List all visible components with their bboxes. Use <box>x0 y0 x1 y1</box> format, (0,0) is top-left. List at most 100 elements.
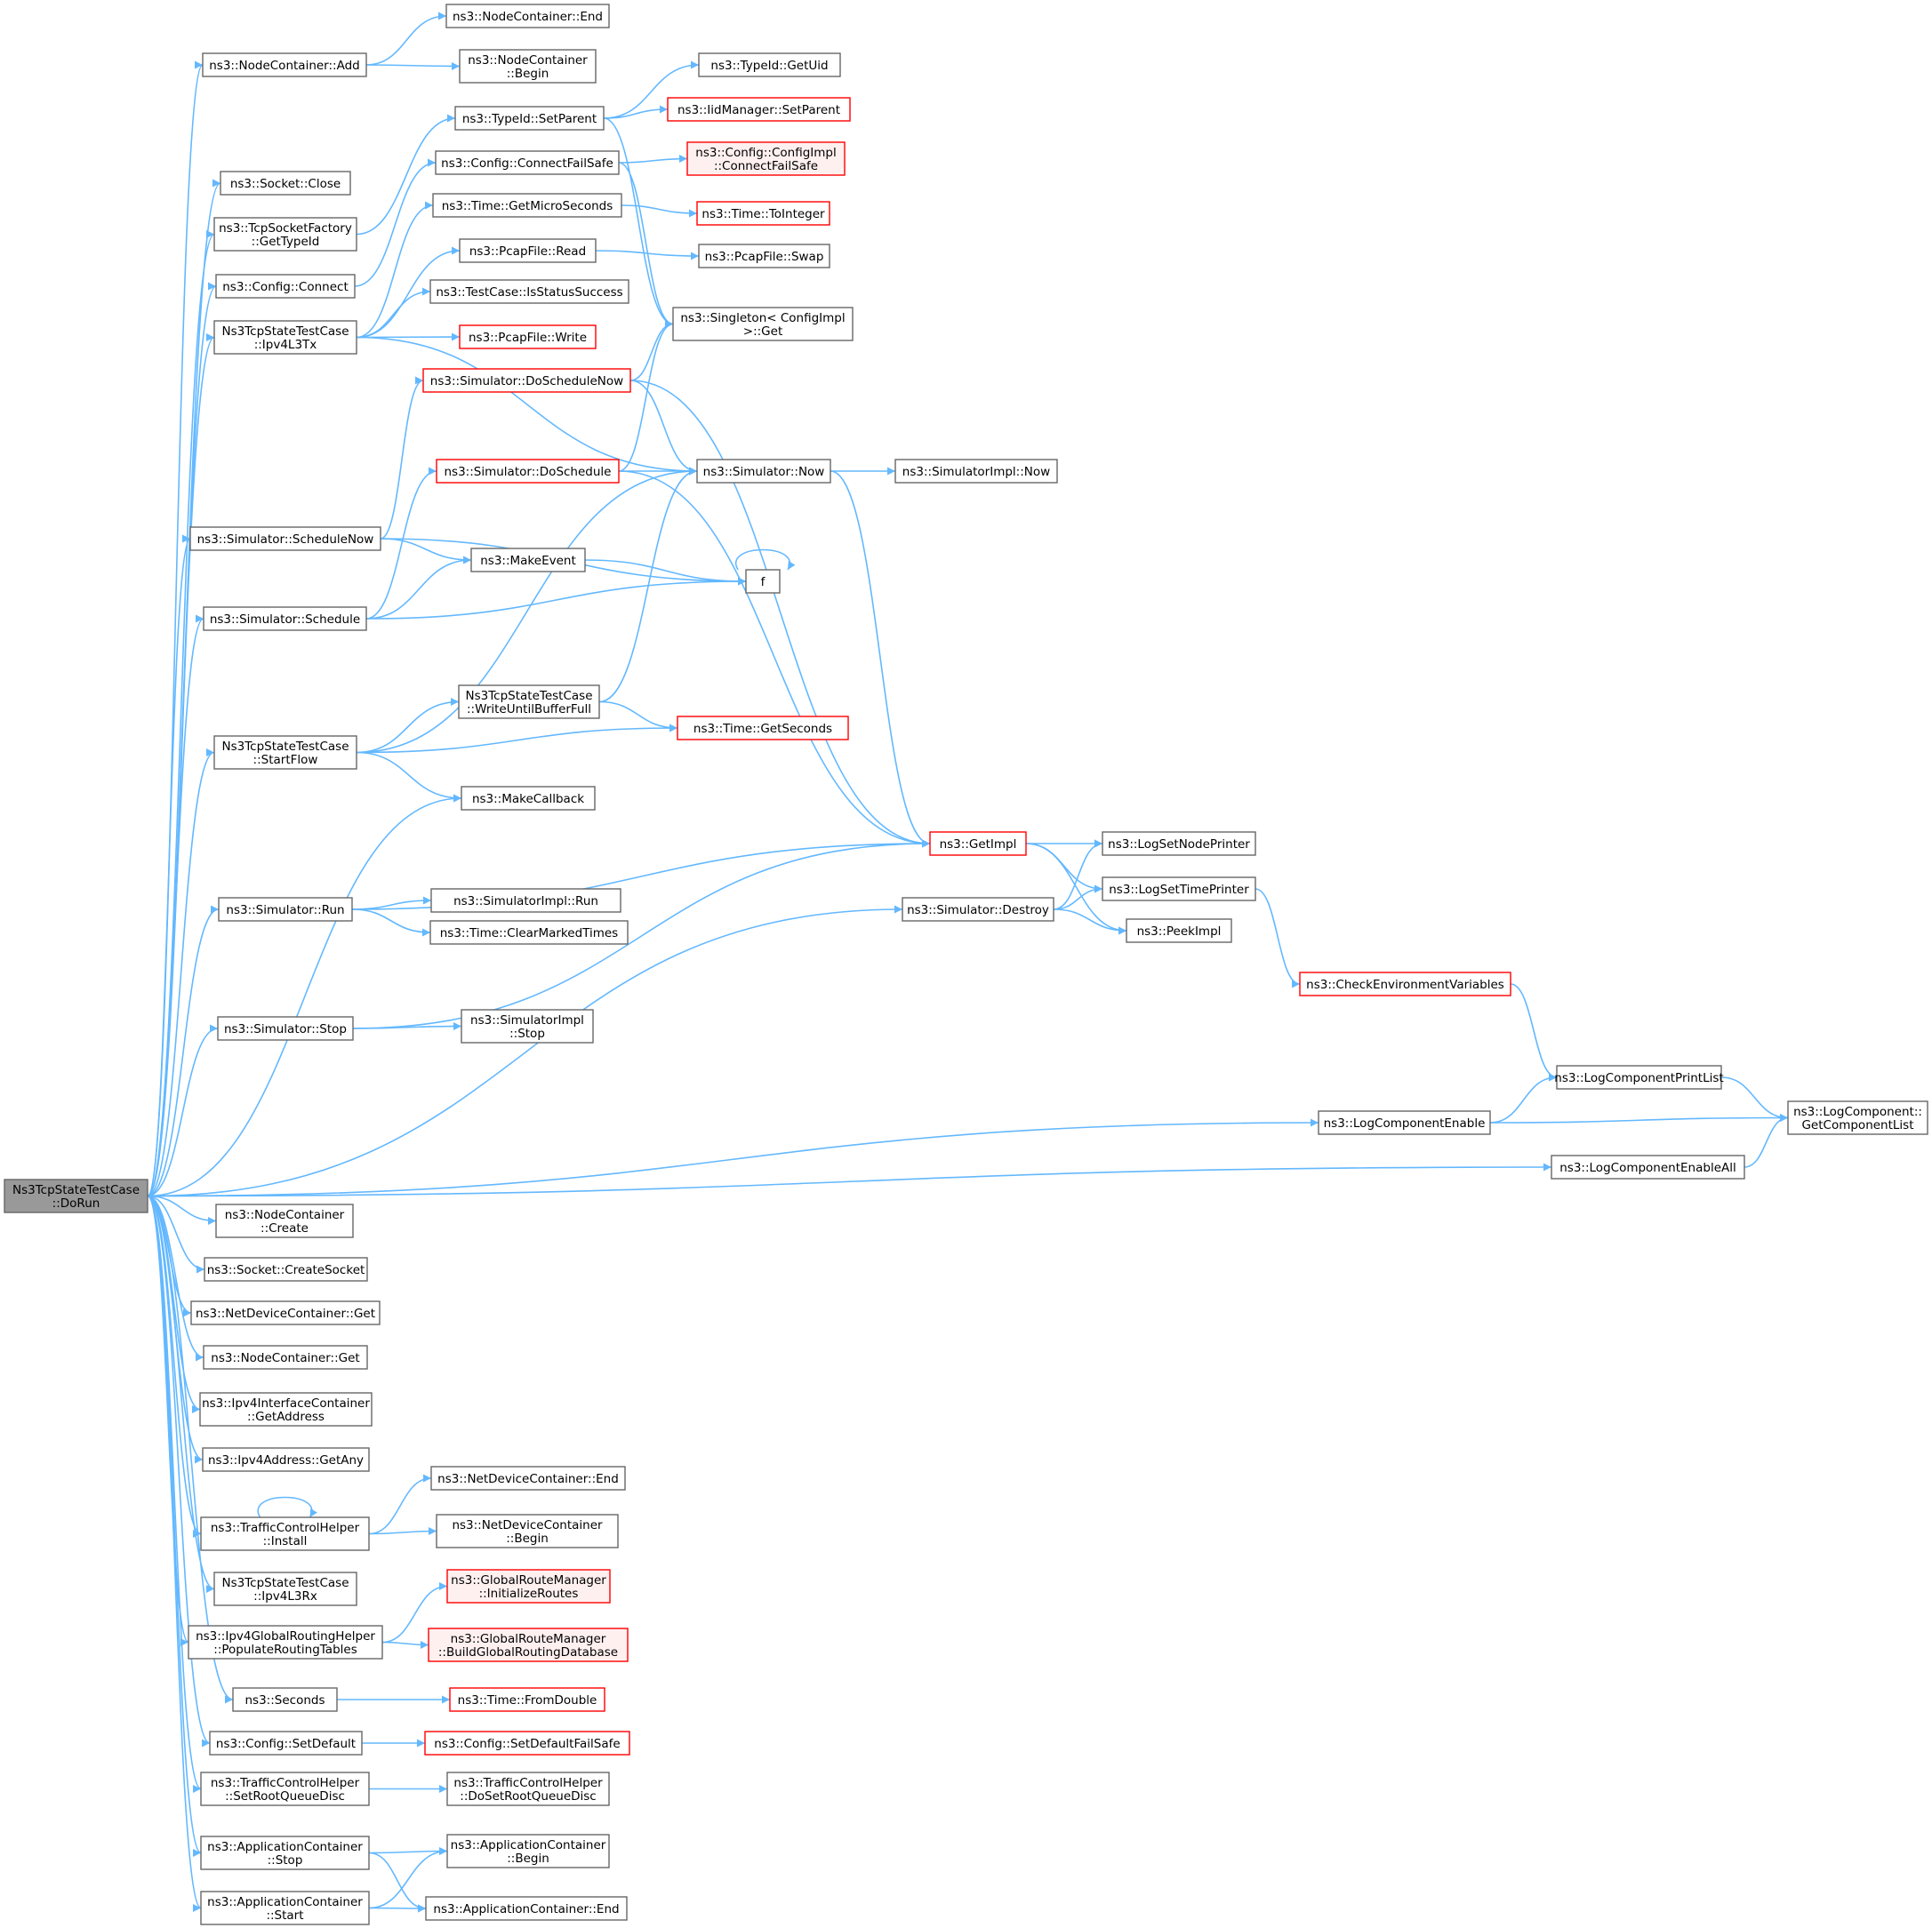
edge-typeid-setparent-to-typeid-getuid <box>603 60 700 119</box>
node-simimpl-now[interactable]: ns3::SimulatorImpl::Now <box>894 459 1058 484</box>
node-tch-install[interactable]: ns3::TrafficControlHelper::Install <box>200 1516 370 1551</box>
node-simimpl-stop[interactable]: ns3::SimulatorImpl::Stop <box>461 1009 594 1044</box>
node-sim-stop[interactable]: ns3::Simulator::Stop <box>217 1016 354 1041</box>
node-logcomp-enableall[interactable]: ns3::LogComponentEnableAll <box>1551 1155 1745 1180</box>
node-makecallback[interactable]: ns3::MakeCallback <box>461 786 596 811</box>
node-label: ns3::Seconds <box>245 1693 325 1708</box>
node-cfg-connect[interactable]: ns3::Config::Connect <box>215 274 356 299</box>
edge-logcomp-enable-to-logcomp-getlist <box>1489 1114 1789 1124</box>
node-label: ::Install <box>263 1534 308 1548</box>
node-label: Ns3TcpStateTestCase <box>465 689 592 703</box>
node-ipv4grh-populate[interactable]: ns3::Ipv4GlobalRoutingHelper::PopulateRo… <box>188 1625 383 1660</box>
node-pcap-swap[interactable]: ns3::PcapFile::Swap <box>698 244 830 268</box>
node-label: ns3::ApplicationContainer::End <box>433 1902 619 1916</box>
edge-root-to-makecallback <box>147 794 462 1197</box>
node-nc-end[interactable]: ns3::NodeContainer::End <box>445 4 610 28</box>
node-nc-create[interactable]: ns3::NodeContainer::Create <box>215 1204 354 1238</box>
node-nc-add[interactable]: ns3::NodeContainer::Add <box>202 52 367 77</box>
node-singleton-get[interactable]: ns3::Singleton< ConfigImpl>::Get <box>672 307 854 341</box>
node-ndc-end[interactable]: ns3::NetDeviceContainer::End <box>430 1466 626 1491</box>
node-label: ns3::TestCase::IsStatusSuccess <box>436 285 622 300</box>
node-ipv4l3rx[interactable]: Ns3TcpStateTestCase::Ipv4L3Rx <box>213 1572 357 1606</box>
node-iid-setparent[interactable]: ns3::IidManager::SetParent <box>667 97 851 122</box>
node-typeid-getuid[interactable]: ns3::TypeId::GetUid <box>698 52 841 77</box>
node-ndc-begin[interactable]: ns3::NetDeviceContainer::Begin <box>436 1514 619 1548</box>
edge-f-to-f <box>734 548 796 571</box>
node-ipv4ic-getaddr[interactable]: ns3::Ipv4InterfaceContainer::GetAddress <box>199 1392 373 1427</box>
node-checkenv[interactable]: ns3::CheckEnvironmentVariables <box>1299 972 1511 996</box>
node-label: ns3::TypeId::SetParent <box>462 112 597 126</box>
node-label: ns3::Config::ConfigImpl <box>695 146 836 160</box>
edge-ipv4grh-populate-to-grm-init <box>381 1582 448 1644</box>
node-f[interactable]: f <box>745 569 781 594</box>
node-logsettime[interactable]: ns3::LogSetTimePrinter <box>1102 876 1256 901</box>
node-cfg-cfs[interactable]: ns3::Config::ConnectFailSafe <box>435 150 620 175</box>
node-logcomp-enable[interactable]: ns3::LogComponentEnable <box>1318 1110 1491 1135</box>
node-ipv4addr-getany[interactable]: ns3::Ipv4Address::GetAny <box>202 1447 370 1472</box>
node-label: ns3::Time::GetSeconds <box>693 722 832 736</box>
edge-sim-sched-to-makeevent <box>365 556 472 620</box>
edge-root-to-sim-schednow <box>147 534 191 1197</box>
node-sim-run[interactable]: ns3::Simulator::Run <box>218 897 353 922</box>
node-sim-destroy[interactable]: ns3::Simulator::Destroy <box>902 897 1054 922</box>
node-pcap-write[interactable]: ns3::PcapFile::Write <box>459 324 597 349</box>
node-makeevent[interactable]: ns3::MakeEvent <box>470 548 586 572</box>
node-logcomp-printlist[interactable]: ns3::LogComponentPrintList <box>1554 1065 1724 1090</box>
node-nc-begin[interactable]: ns3::NodeContainer::Begin <box>459 49 597 84</box>
node-writeuntil[interactable]: Ns3TcpStateTestCase::WriteUntilBufferFul… <box>458 684 600 719</box>
edge-startflow-to-makecallback <box>356 751 462 803</box>
node-grm-init[interactable]: ns3::GlobalRouteManager::InitializeRoute… <box>446 1569 611 1604</box>
node-time-tointeger[interactable]: ns3::Time::ToInteger <box>696 201 830 226</box>
edge-ipv4l3tx-to-time-getmicro <box>356 201 434 339</box>
node-nc-get[interactable]: ns3::NodeContainer::Get <box>203 1345 368 1370</box>
node-ac-begin[interactable]: ns3::ApplicationContainer::Begin <box>446 1834 610 1868</box>
node-label: ::DoSetRootQueueDisc <box>460 1789 596 1804</box>
node-socket-create[interactable]: ns3::Socket::CreateSocket <box>204 1257 368 1282</box>
node-peekimpl[interactable]: ns3::PeekImpl <box>1126 918 1232 943</box>
node-label: ns3::Time::ClearMarkedTimes <box>440 926 618 940</box>
node-ac-start[interactable]: ns3::ApplicationContainer::Start <box>200 1891 370 1925</box>
node-time-clearmarked[interactable]: ns3::Time::ClearMarkedTimes <box>429 920 629 945</box>
node-sim-doschednow[interactable]: ns3::Simulator::DoScheduleNow <box>422 368 631 393</box>
node-startflow[interactable]: Ns3TcpStateTestCase::StartFlow <box>213 735 357 770</box>
edge-sim-destroy-to-logsetnode <box>1053 839 1103 910</box>
node-logsetnode[interactable]: ns3::LogSetNodePrinter <box>1102 831 1256 856</box>
node-logcomp-getlist[interactable]: ns3::LogComponent::GetComponentList <box>1787 1100 1928 1135</box>
node-label: Ns3TcpStateTestCase <box>12 1183 140 1197</box>
node-tc-isstatus[interactable]: ns3::TestCase::IsStatusSuccess <box>429 279 629 304</box>
node-sim-schednow[interactable]: ns3::Simulator::ScheduleNow <box>189 526 381 551</box>
node-label: ns3::TcpSocketFactory <box>219 221 352 236</box>
node-cfg-setdefault[interactable]: ns3::Config::SetDefault <box>209 1731 363 1756</box>
node-time-getseconds[interactable]: ns3::Time::GetSeconds <box>677 716 849 740</box>
node-ipv4l3tx[interactable]: Ns3TcpStateTestCase::Ipv4L3Tx <box>213 320 357 355</box>
node-seconds[interactable]: ns3::Seconds <box>232 1687 338 1712</box>
edge-root-to-nc-add <box>147 60 204 1197</box>
node-time-fromdouble[interactable]: ns3::Time::FromDouble <box>449 1687 605 1712</box>
node-label: ns3::GetImpl <box>940 837 1017 852</box>
edge-startflow-to-time-getseconds <box>356 724 678 754</box>
node-sim-now[interactable]: ns3::Simulator::Now <box>696 459 831 484</box>
node-tch-setroot[interactable]: ns3::TrafficControlHelper::SetRootQueueD… <box>200 1772 370 1806</box>
node-simimpl-run[interactable]: ns3::SimulatorImpl::Run <box>430 888 621 913</box>
node-cfgimpl-cfs[interactable]: ns3::Config::ConfigImpl::ConnectFailSafe <box>686 141 846 176</box>
node-ndc-get[interactable]: ns3::NetDeviceContainer::Get <box>190 1300 381 1325</box>
node-sim-sched[interactable]: ns3::Simulator::Schedule <box>203 606 367 631</box>
node-tcpsf-gettypeid[interactable]: ns3::TcpSocketFactory::GetTypeId <box>213 217 357 252</box>
node-root[interactable]: Ns3TcpStateTestCase::DoRun <box>4 1179 148 1213</box>
node-pcap-read[interactable]: ns3::PcapFile::Read <box>459 238 597 263</box>
node-sim-dosched[interactable]: ns3::Simulator::DoSchedule <box>436 459 620 484</box>
edge-typeid-setparent-to-iid-setparent <box>603 105 669 119</box>
node-time-getmicro[interactable]: ns3::Time::GetMicroSeconds <box>432 193 622 218</box>
edge-tch-install-to-ndc-end <box>368 1474 432 1535</box>
edge-cfg-connect-to-cfg-cfs <box>354 158 437 287</box>
node-ac-end[interactable]: ns3::ApplicationContainer::End <box>425 1896 628 1921</box>
node-ac-stop[interactable]: ns3::ApplicationContainer::Stop <box>200 1836 370 1870</box>
node-cfg-setdefaultfs[interactable]: ns3::Config::SetDefaultFailSafe <box>424 1731 630 1756</box>
node-socket-close[interactable]: ns3::Socket::Close <box>220 171 351 196</box>
node-typeid-setparent[interactable]: ns3::TypeId::SetParent <box>454 106 605 131</box>
node-tch-dosetroot[interactable]: ns3::TrafficControlHelper::DoSetRootQueu… <box>446 1772 610 1806</box>
node-grm-build[interactable]: ns3::GlobalRouteManager::BuildGlobalRout… <box>428 1628 629 1662</box>
node-label: ::Stop <box>268 1853 303 1868</box>
node-getimpl[interactable]: ns3::GetImpl <box>929 831 1027 856</box>
